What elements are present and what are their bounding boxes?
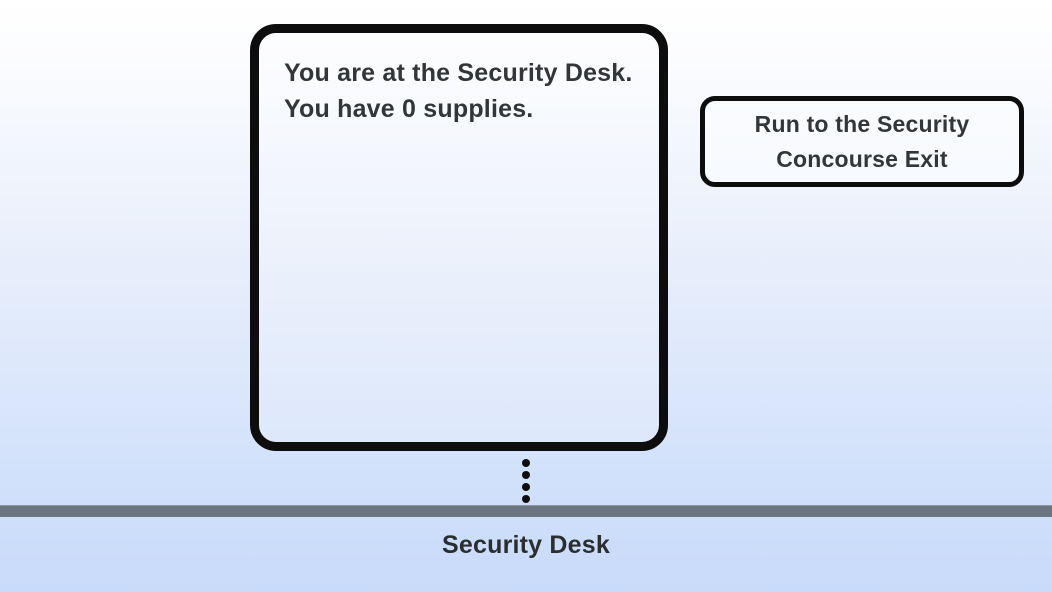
- floor-bar: [0, 505, 1052, 517]
- connector-dot: [521, 495, 530, 503]
- dotted-connector: [521, 459, 530, 503]
- location-label: Security Desk: [442, 531, 610, 559]
- connector-dot: [521, 483, 530, 491]
- narration-text-line-1: You are at the Security Desk.: [284, 59, 633, 87]
- connector-dot: [521, 459, 530, 467]
- narration-text-line-2: You have 0 supplies.: [284, 95, 534, 123]
- connector-dot: [521, 471, 530, 479]
- run-to-security-concourse-exit-button[interactable]: Run to the Security Concourse Exit: [700, 96, 1024, 187]
- narration-box: You are at the Security Desk. You have 0…: [250, 24, 668, 451]
